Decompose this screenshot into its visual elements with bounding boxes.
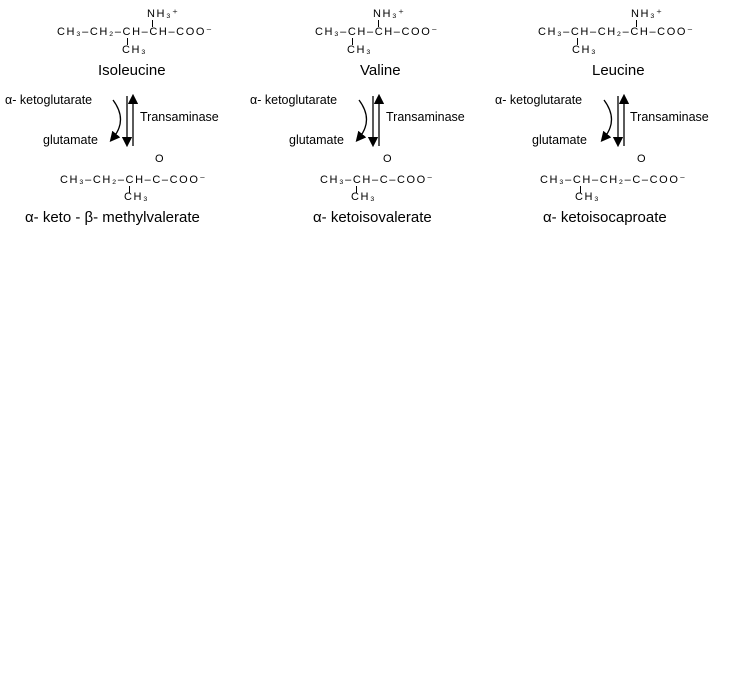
amino-acid-name: Isoleucine	[98, 62, 166, 79]
methyl-branch: CH₃	[347, 44, 373, 56]
enzyme-label: Transaminase	[386, 110, 465, 124]
amino-acid-formula: CH₃–CH–CH–COO⁻	[315, 26, 439, 38]
amino-acid-formula: CH₃–CH₂–CH–CH–COO⁻	[57, 26, 214, 38]
methyl-branch: CH₃	[572, 44, 598, 56]
carbonyl-oxygen: O	[155, 153, 166, 165]
carbonyl-oxygen: O	[637, 153, 648, 165]
methyl-branch: CH₃	[124, 191, 150, 203]
enzyme-label: Transaminase	[140, 110, 219, 124]
amino-acid-name: Valine	[360, 62, 401, 79]
keto-acid-formula: CH₃–CH₂–CH–C–COO⁻	[60, 174, 207, 186]
cosubstrate-in: α- ketoglutarate	[495, 93, 583, 107]
keto-acid-formula: CH₃–CH–C–COO⁻	[320, 174, 435, 186]
enzyme-label: Transaminase	[630, 110, 709, 124]
cosubstrate-out: glutamate	[289, 133, 344, 147]
cosubstrate-in: α- ketoglutarate	[250, 93, 338, 107]
methyl-branch: CH₃	[351, 191, 377, 203]
keto-acid-name: α- ketoisocaproate	[543, 209, 667, 226]
amino-acid-formula: CH₃–CH–CH₂–CH–COO⁻	[538, 26, 695, 38]
cosubstrate-curved-arrow-icon	[109, 99, 122, 142]
cosubstrate-curved-arrow-icon	[355, 99, 368, 142]
keto-acid-formula: CH₃–CH–CH₂–C–COO⁻	[540, 174, 687, 186]
keto-acid-name: α- ketoisovalerate	[313, 209, 432, 226]
amino-acid-name: Leucine	[592, 62, 645, 79]
amine-group: NH₃⁺	[631, 8, 664, 20]
cosubstrate-out: glutamate	[532, 133, 587, 147]
cosubstrate-in: α- ketoglutarate	[5, 93, 93, 107]
carbonyl-oxygen: O	[383, 153, 394, 165]
methyl-branch: CH₃	[122, 44, 148, 56]
methyl-branch: CH₃	[575, 191, 601, 203]
amine-group: NH₃⁺	[373, 8, 406, 20]
amine-group: NH₃⁺	[147, 8, 180, 20]
cosubstrate-out: glutamate	[43, 133, 98, 147]
cosubstrate-curved-arrow-icon	[600, 99, 613, 142]
keto-acid-name: α- keto - β- methylvalerate	[25, 209, 200, 226]
